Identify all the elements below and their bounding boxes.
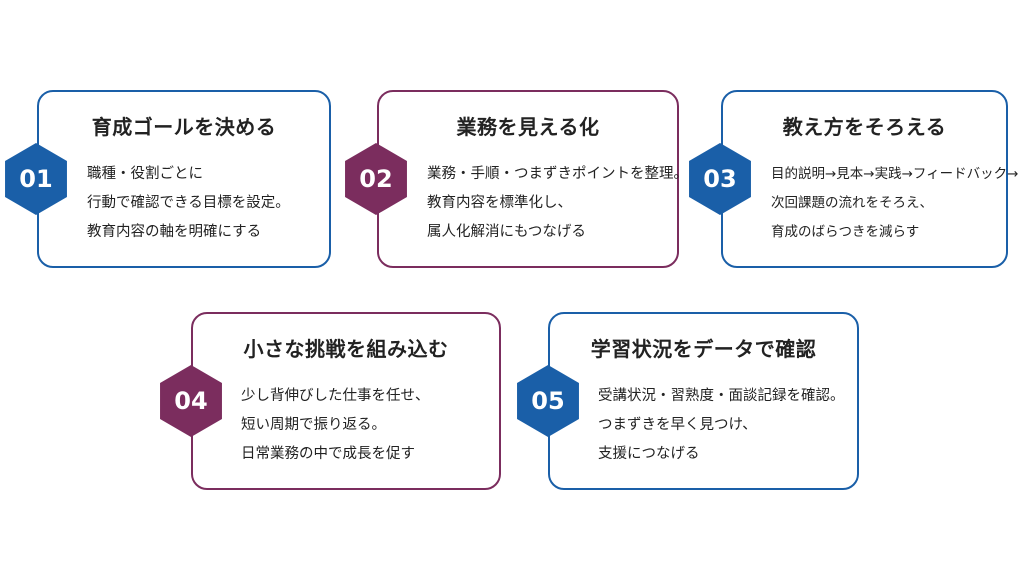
step-description: 受講状況・習熟度・面談記録を確認。 つまずきを早く見つけ、 支援につなげる <box>598 382 851 469</box>
description-line: 少し背伸びした仕事を任せ、 <box>241 388 430 404</box>
description-line: 育成のばらつきを減らす <box>771 224 920 240</box>
step-description: 職種・役割ごとに 行動で確認できる目標を設定。 教育内容の軸を明確にする <box>87 160 323 247</box>
step-title: 教え方をそろえる <box>782 115 947 139</box>
step-description: 目的説明→見本→実践→フィードバック→ 次回課題の流れをそろえ、 育成のばらつき… <box>771 160 1019 247</box>
step-card-01: 育成ゴールを決める 職種・役割ごとに 行動で確認できる目標を設定。 教育内容の軸… <box>37 90 331 268</box>
step-title: 学習状況をデータで確認 <box>590 337 817 361</box>
description-line: 日常業務の中で成長を促す <box>241 446 415 462</box>
description-line: 行動で確認できる目標を設定。 <box>87 195 290 211</box>
description-line: 支援につなげる <box>598 446 700 462</box>
description-line: 教育内容の軸を明確にする <box>87 224 262 240</box>
step-number-badge-04: 04 <box>160 365 222 437</box>
step-description: 業務・手順・つまずきポイントを整理。 教育内容を標準化し、 属人化解消にもつなげ… <box>427 160 688 247</box>
description-line: 目的説明→見本→実践→フィードバック→ <box>771 166 1019 182</box>
step-card-02: 業務を見える化 業務・手順・つまずきポイントを整理。 教育内容を標準化し、 属人… <box>377 90 688 268</box>
step-card-05: 学習状況をデータで確認 受講状況・習熟度・面談記録を確認。 つまずきを早く見つけ… <box>548 312 859 490</box>
description-line: 受講状況・習熟度・面談記録を確認。 <box>598 388 845 404</box>
step-card-03: 教え方をそろえる 目的説明→見本→実践→フィードバック→ 次回課題の流れをそろえ… <box>721 90 1019 268</box>
step-title: 育成ゴールを決める <box>91 115 277 139</box>
description-line: 次回課題の流れをそろえ、 <box>771 195 933 211</box>
step-description: 少し背伸びした仕事を任せ、 短い周期で振り返る。 日常業務の中で成長を促す <box>241 382 493 469</box>
description-line: 業務・手順・つまずきポイントを整理。 <box>427 166 688 182</box>
description-line: 属人化解消にもつなげる <box>427 224 586 240</box>
step-title: 小さな挑戦を組み込む <box>243 337 449 361</box>
step-number-badge-01: 01 <box>5 143 67 215</box>
description-line: 職種・役割ごとに <box>87 166 203 182</box>
description-line: 教育内容を標準化し、 <box>427 195 572 211</box>
step-card-04: 小さな挑戦を組み込む 少し背伸びした仕事を任せ、 短い周期で振り返る。 日常業務… <box>191 312 501 490</box>
description-line: つまずきを早く見つけ、 <box>598 417 757 433</box>
step-title: 業務を見える化 <box>456 115 600 139</box>
description-line: 短い周期で振り返る。 <box>241 417 386 433</box>
